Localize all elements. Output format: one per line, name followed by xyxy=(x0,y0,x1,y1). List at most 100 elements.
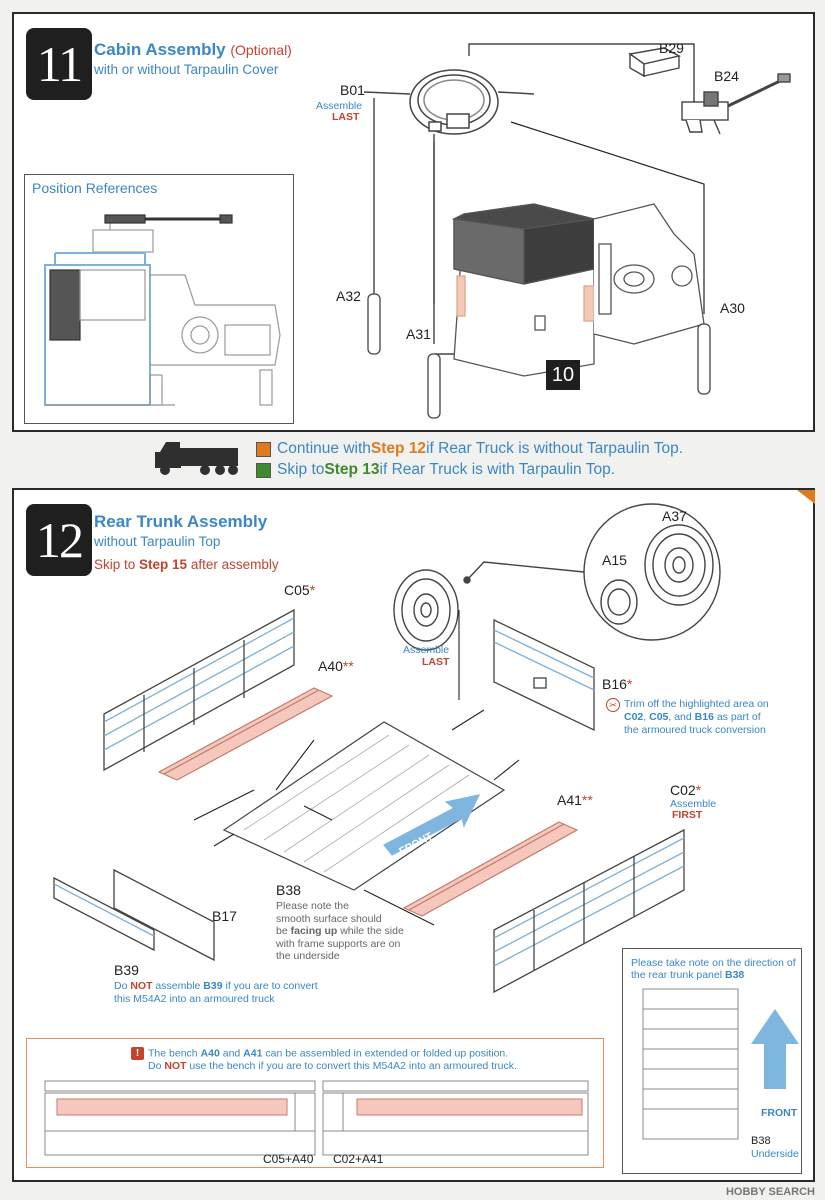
c02-asterisk: * xyxy=(695,782,702,798)
part-label-b16: B16* xyxy=(602,676,632,692)
part-label-a41: A41** xyxy=(557,792,593,808)
b16-note-c02: C02 xyxy=(624,711,644,723)
legend-skip-step: Step 13 xyxy=(324,461,380,478)
b39-note-do: Do xyxy=(114,980,131,992)
b16-trim-note: ✂ Trim off the highlighted area on xyxy=(606,698,769,712)
bench-right-label: C02+A41 xyxy=(333,1152,384,1166)
wheel-detail-circle xyxy=(463,503,721,641)
step-11-title-text: Cabin Assembly xyxy=(94,40,226,59)
direction-front-label: FRONT xyxy=(761,1107,798,1119)
a40-asterisk: ** xyxy=(342,658,354,674)
bench-line1-e: can be assembled in extended or folded u… xyxy=(262,1047,509,1060)
part-label-b38: B38 xyxy=(276,882,301,898)
floor-panel-b38 xyxy=(222,721,506,891)
bench-line2-do: Do xyxy=(148,1060,165,1072)
b16-note-line3: the armoured truck conversion xyxy=(624,724,766,736)
b16-note-b16: B16 xyxy=(694,711,714,723)
part-label-b24: B24 xyxy=(714,68,739,84)
part-label-b17: B17 xyxy=(212,908,237,924)
part-label-b29: B29 xyxy=(659,40,684,56)
position-reference-title: Position References xyxy=(32,180,158,196)
bench-line1-a: The bench xyxy=(148,1047,201,1060)
spare-wheel xyxy=(393,569,459,651)
step-11-panel: 11 Cabin Assembly (Optional) with or wit… xyxy=(12,12,815,432)
b38-note: Please note the smooth surface should be… xyxy=(276,900,404,963)
step-number-12: 12 xyxy=(26,504,92,576)
b38-note-line5: the underside xyxy=(276,950,340,962)
bench-note-line2: Do NOT use the bench if you are to conve… xyxy=(148,1060,517,1072)
step-12-panel: 12 Rear Trunk Assembly without Tarpaulin… xyxy=(12,488,815,1182)
direction-title-line2: the rear trunk panel B38 xyxy=(631,969,744,981)
b39-note-line1: Do NOT assemble B39 if you are to conver… xyxy=(114,980,318,992)
b39-note-line2: this M54A2 into an armoured truck xyxy=(114,993,275,1005)
c05-text: C05 xyxy=(284,582,310,598)
part-label-a37: A37 xyxy=(662,508,687,524)
bench-line2-not: NOT xyxy=(164,1060,187,1072)
step-11-optional: (Optional) xyxy=(230,42,292,58)
c02-note-assemble: Assemble xyxy=(670,798,717,810)
wheel-note-assemble: Assemble xyxy=(403,644,450,656)
ring-mount-b01 xyxy=(363,69,535,135)
part-label-a32: A32 xyxy=(336,288,361,304)
b39-note-not: NOT xyxy=(130,980,153,992)
b38-underside-drawing xyxy=(642,988,799,1140)
part-label-b39: B39 xyxy=(114,962,139,978)
b16-text: B16 xyxy=(602,676,627,692)
skip-post: after assembly xyxy=(187,557,279,572)
bench-line1-and: and xyxy=(219,1047,244,1060)
bench-position-drawing xyxy=(44,1080,589,1156)
legend-continue-step: Step 12 xyxy=(370,440,427,457)
b16-asterisk: * xyxy=(626,676,633,692)
watermark: HOBBY SEARCH xyxy=(725,1186,815,1198)
orange-square-icon xyxy=(256,441,271,457)
front-panel-b17 xyxy=(53,868,215,962)
direction-note-box: Please take note on the direction of the… xyxy=(622,948,802,1174)
machine-gun-b24 xyxy=(681,73,791,135)
b38-note3-b: facing up xyxy=(290,925,338,937)
support-posts xyxy=(367,293,711,419)
part-label-c02: C02* xyxy=(670,782,701,798)
part-label-c05: C05* xyxy=(284,582,315,598)
position-reference-drawing xyxy=(44,214,281,406)
b38-note3-a: be xyxy=(276,925,291,937)
b16-note-aspartof: as part of xyxy=(713,711,761,723)
bench-line1-a41: A41 xyxy=(243,1047,263,1060)
legend-continue-pre: Continue with xyxy=(277,440,371,457)
green-square-icon xyxy=(256,462,271,478)
direction-title2-a: the rear trunk panel xyxy=(631,969,725,981)
b01-note-last: LAST xyxy=(332,111,360,123)
scissors-icon: ✂ xyxy=(606,698,620,712)
b16-note-line2: C02, C05, and B16 as part of xyxy=(624,711,761,723)
b38-note-line2: smooth surface should xyxy=(276,912,382,925)
ammo-box-b29 xyxy=(628,47,681,78)
legend-continue: Continue with Step 12 if Rear Truck is w… xyxy=(256,440,683,458)
b38-note-line1: Please note the xyxy=(276,900,349,912)
c05-asterisk: * xyxy=(309,582,316,598)
b38-note3-c: while the side xyxy=(337,925,404,937)
b16-note-comma: , xyxy=(643,711,650,723)
step-11-title: Cabin Assembly (Optional) xyxy=(94,40,292,60)
a40-text: A40 xyxy=(318,658,343,674)
side-rail-c05 xyxy=(103,608,295,772)
b38-note-line3: be facing up while the side xyxy=(276,925,404,938)
reference-step-10: 10 xyxy=(546,360,580,390)
step-11-diagram xyxy=(363,43,791,419)
b16-note-and: , and xyxy=(668,711,695,723)
b01-note-assemble: Assemble xyxy=(316,100,363,112)
direction-underside-label: Underside xyxy=(751,1148,799,1160)
b39-note-b39: B39 xyxy=(203,980,223,992)
wheel-note-last: LAST xyxy=(422,656,450,668)
warning-icon: ! xyxy=(131,1047,144,1060)
bench-a40 xyxy=(157,687,334,781)
step-12-subtitle: without Tarpaulin Top xyxy=(94,534,221,549)
part-label-a30: A30 xyxy=(720,300,745,316)
part-label-a40: A40** xyxy=(318,658,354,674)
b16-note-c05: C05 xyxy=(649,711,669,723)
step-11-subtitle: with or without Tarpaulin Cover xyxy=(94,62,279,77)
up-arrow-icon xyxy=(751,1009,799,1089)
b38-note-line4: with frame supports are on xyxy=(276,937,401,950)
part-label-a31: A31 xyxy=(406,326,431,342)
a41-asterisk: ** xyxy=(581,792,593,808)
direction-part-label: B38 xyxy=(751,1135,771,1147)
b39-note-convert: if you are to convert xyxy=(222,980,318,992)
